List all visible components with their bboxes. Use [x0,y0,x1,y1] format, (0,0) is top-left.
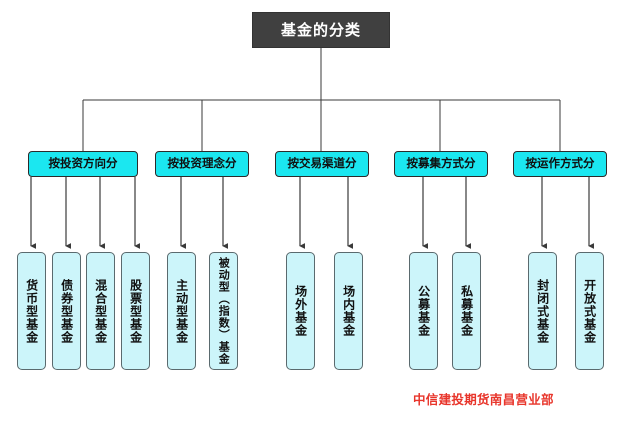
leaf-box-open-end-fund[interactable]: 开放式基金 [575,252,604,370]
footer-credit-text: 中信建投期货南昌营业部 [413,392,554,407]
leaf-box-bond-fund[interactable]: 债券型基金 [52,252,81,370]
category-box-operation-method[interactable]: 按运作方式分 [513,151,607,177]
leaf-box-private-fund[interactable]: 私募基金 [452,252,481,370]
leaf-label: 混合型基金 [93,278,108,344]
leaf-label: 被动型（指数）基金 [217,257,231,365]
leaf-label: 公募基金 [416,285,431,337]
leaf-box-passive-index-fund[interactable]: 被动型（指数）基金 [209,252,238,370]
leaf-label: 债券型基金 [59,278,74,344]
leaf-label: 封闭式基金 [535,278,550,344]
category-label: 按运作方式分 [525,156,595,171]
leaf-box-active-fund[interactable]: 主动型基金 [167,252,196,370]
leaf-box-closed-end-fund[interactable]: 封闭式基金 [528,252,557,370]
leaf-box-money-market-fund[interactable]: 货币型基金 [17,252,46,370]
leaf-label: 主动型基金 [174,278,189,344]
category-label: 按募集方式分 [406,156,476,171]
leaf-box-equity-fund[interactable]: 股票型基金 [121,252,150,370]
root-title-label: 基金的分类 [280,20,361,39]
leaf-box-hybrid-fund[interactable]: 混合型基金 [86,252,115,370]
leaf-box-public-fund[interactable]: 公募基金 [409,252,438,370]
root-title-box: 基金的分类 [252,12,390,48]
leaf-label: 货币型基金 [24,278,39,344]
category-label: 按投资方向分 [48,156,118,171]
leaf-label: 场内基金 [341,285,356,337]
leaf-box-exchange-traded-fund[interactable]: 场内基金 [334,252,363,370]
category-box-trading-channel[interactable]: 按交易渠道分 [275,151,369,177]
category-label: 按投资理念分 [167,156,237,171]
leaf-label: 场外基金 [293,285,308,337]
leaf-label: 私募基金 [459,285,474,337]
leaf-box-otc-fund[interactable]: 场外基金 [286,252,315,370]
category-box-investment-direction[interactable]: 按投资方向分 [28,151,138,177]
category-box-fundraising-method[interactable]: 按募集方式分 [394,151,488,177]
leaf-label: 开放式基金 [582,278,597,344]
category-box-investment-philosophy[interactable]: 按投资理念分 [155,151,249,177]
leaf-label: 股票型基金 [128,278,143,344]
category-label: 按交易渠道分 [287,156,357,171]
